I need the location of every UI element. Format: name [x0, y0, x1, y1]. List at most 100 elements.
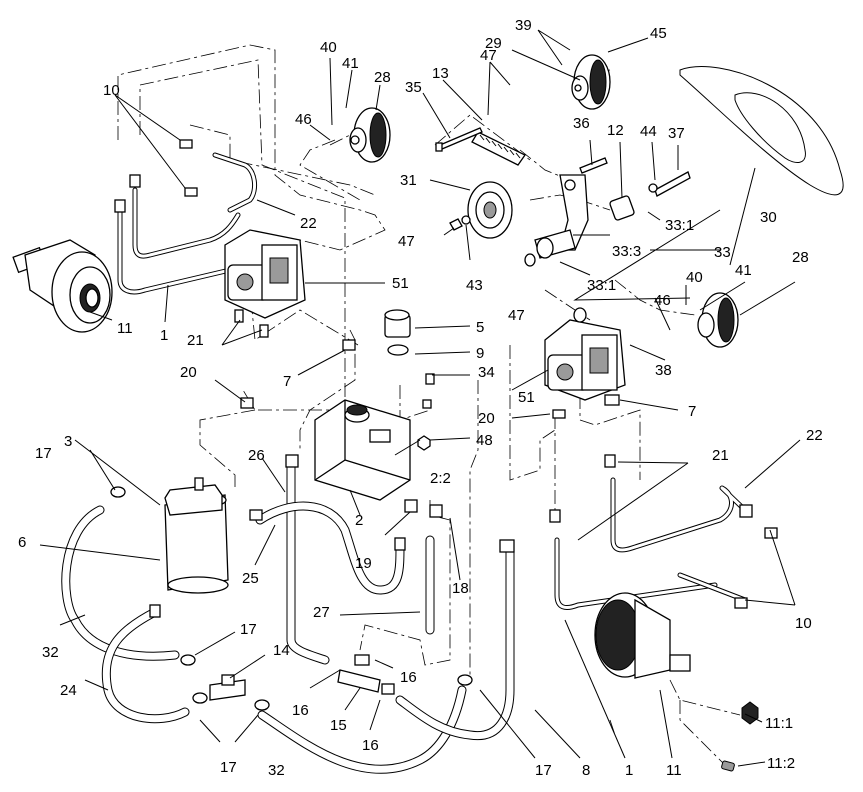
callout-20: 20 — [180, 364, 197, 381]
bolt-36 — [579, 157, 608, 174]
callout-16: 16 — [362, 737, 379, 754]
callout-38: 38 — [655, 362, 672, 379]
filter-head-3 — [164, 477, 223, 516]
callout-13: 13 — [432, 65, 449, 82]
callout-11: 11 — [666, 762, 682, 779]
hub-nut-11-1 — [741, 701, 759, 725]
callout-16: 16 — [292, 702, 309, 719]
callout-8: 8 — [582, 762, 590, 779]
callout-2: 2 — [355, 512, 363, 529]
pulley-29 — [571, 54, 611, 110]
right-hydraulic-motor — [594, 592, 691, 679]
drive-belt-30 — [679, 66, 844, 196]
hydraulic-reservoir-2 — [314, 399, 411, 501]
callout-40: 40 — [320, 39, 337, 56]
callout-27: 27 — [313, 604, 330, 621]
callout-44: 44 — [640, 123, 657, 140]
callout-15: 15 — [330, 717, 347, 734]
callout-18: 18 — [452, 580, 469, 597]
callout-7: 7 — [283, 373, 291, 390]
callout-5: 5 — [476, 319, 484, 336]
callout-6: 6 — [18, 534, 26, 551]
callout-32: 32 — [42, 644, 59, 661]
idler-pulley-31 — [467, 181, 513, 239]
callout-46: 46 — [295, 111, 312, 128]
callout-33-3: 33:3 — [612, 243, 641, 260]
callout-9: 9 — [476, 345, 484, 362]
callout-1: 1 — [625, 762, 633, 779]
leader-lines — [39, 29, 801, 767]
callout-28: 28 — [374, 69, 391, 86]
callout-17: 17 — [220, 759, 237, 776]
callout-11-2: 11:2 — [767, 755, 795, 772]
callout-17: 17 — [35, 445, 52, 462]
callout-46: 46 — [654, 292, 671, 309]
reservoir-cap-5 — [384, 309, 411, 338]
callout-10: 10 — [795, 615, 812, 632]
pulley-28-left — [349, 107, 391, 163]
callout-51: 51 — [518, 389, 535, 406]
callout-33: 33 — [714, 244, 731, 261]
callout-35: 35 — [405, 79, 422, 96]
callout-47: 47 — [508, 307, 525, 324]
bolt-35 — [435, 127, 483, 152]
pulley-28-right — [697, 292, 739, 348]
callout-22: 22 — [300, 215, 317, 232]
callout-25: 25 — [242, 570, 259, 587]
callout-19: 19 — [355, 555, 372, 572]
left-pump — [224, 229, 306, 319]
left-hydraulic-motor — [12, 239, 113, 333]
callout-31: 31 — [400, 172, 417, 189]
callout-33-1: 33:1 — [587, 277, 616, 294]
tee-fitting-14 — [209, 674, 246, 701]
callout-40: 40 — [686, 269, 703, 286]
callout-21: 21 — [187, 332, 204, 349]
hose-clamps-17 — [110, 486, 473, 711]
nut-47-washer-43 — [449, 215, 471, 231]
callout-labels: 40 41 28 46 35 13 47 29 39 45 10 36 12 4… — [18, 17, 823, 779]
callout-21: 21 — [712, 447, 729, 464]
callout-51: 51 — [392, 275, 409, 292]
callout-48: 48 — [476, 432, 493, 449]
callout-30: 30 — [760, 209, 777, 226]
hoses — [61, 460, 515, 774]
callout-11: 11 — [117, 320, 133, 337]
callout-26: 26 — [248, 447, 265, 464]
callout-41: 41 — [735, 262, 752, 279]
spring-13 — [471, 131, 526, 166]
callout-37: 37 — [668, 125, 685, 142]
bolt-37 — [648, 171, 691, 197]
key-11-2 — [721, 760, 735, 772]
callout-11-1: 11:1 — [765, 715, 793, 732]
callout-22: 22 — [806, 427, 823, 444]
callout-12: 12 — [607, 122, 624, 139]
callout-39: 39 — [515, 17, 532, 34]
callout-32: 32 — [268, 762, 285, 779]
bushing-33-1 — [524, 237, 587, 323]
callout-45: 45 — [650, 25, 667, 42]
callout-36: 36 — [573, 115, 590, 132]
right-pump — [544, 319, 626, 401]
callout-10: 10 — [103, 82, 120, 99]
callout-41: 41 — [342, 55, 359, 72]
callout-16: 16 — [400, 669, 417, 686]
spacer-12 — [609, 195, 635, 221]
callout-2-2: 2:2 — [430, 470, 451, 487]
callout-47: 47 — [480, 47, 497, 64]
callout-7: 7 — [688, 403, 696, 420]
callout-43: 43 — [466, 277, 483, 294]
callout-20: 20 — [478, 410, 495, 427]
callout-24: 24 — [60, 682, 77, 699]
callout-34: 34 — [478, 364, 495, 381]
o-ring-9 — [387, 344, 409, 356]
callout-14: 14 — [273, 642, 290, 659]
callout-29: 29 — [485, 35, 502, 52]
fittings-15-16 — [337, 654, 395, 695]
callout-47: 47 — [398, 233, 415, 250]
callout-17: 17 — [535, 762, 552, 779]
callout-33-1: 33:1 — [665, 217, 694, 234]
callout-1: 1 — [160, 327, 168, 344]
fittings — [114, 139, 778, 618]
callout-17: 17 — [240, 621, 257, 638]
